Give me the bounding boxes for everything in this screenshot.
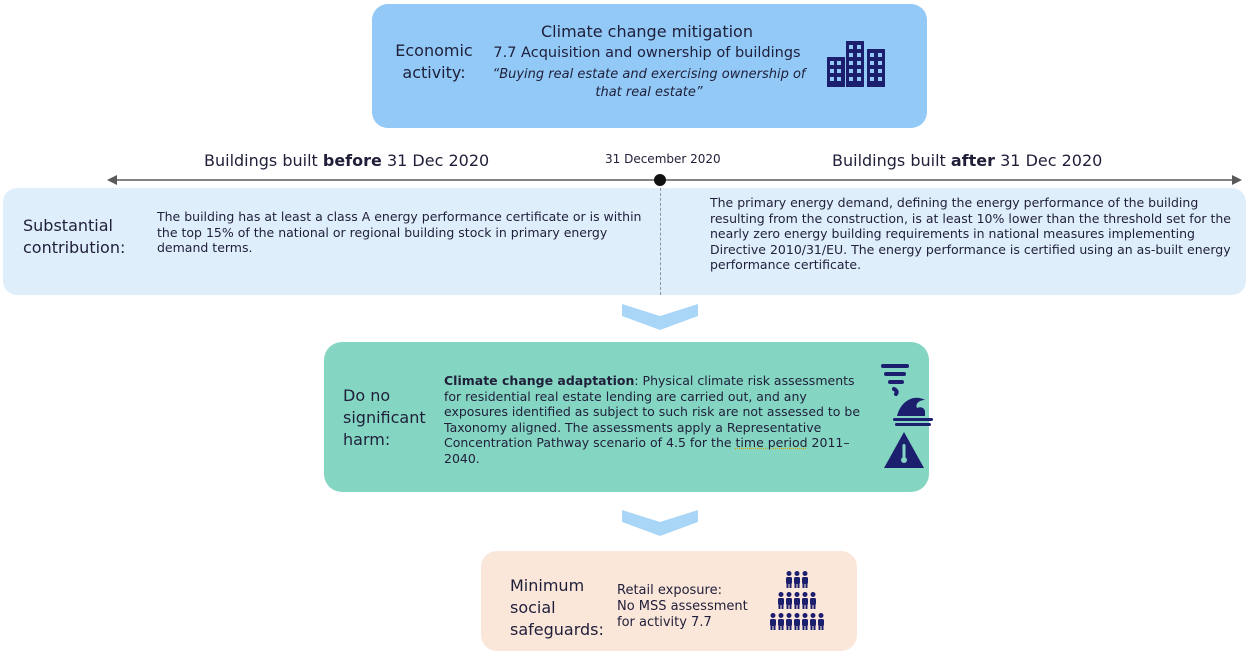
economic-activity-box: Economic activity: Climate change mitiga… (372, 4, 927, 128)
substantial-contribution-label: Substantial contribution: (23, 215, 125, 259)
label-line: activity: (402, 63, 466, 82)
mss-text-line: for activity 7.7 (617, 615, 712, 630)
mss-text-line: No MSS assessment (617, 599, 748, 614)
timeline-bold: after (950, 151, 996, 170)
after-2020-criteria: The primary energy demand, defining the … (710, 195, 1231, 272)
chevron-down-icon (622, 304, 698, 330)
activity-quote: “Buying real estate and exercising owner… (492, 67, 806, 100)
economic-activity-label: Economic activity: (394, 40, 474, 84)
dnsh-text-part: 2011–2040. (444, 435, 850, 466)
label-line: Substantial (23, 216, 113, 235)
mss-box: Minimum social safeguards: Retail exposu… (481, 551, 857, 651)
timeline-after-label: Buildings built after 31 Dec 2020 (832, 151, 1102, 170)
dnsh-box: Do no significant harm: Climate change a… (324, 342, 933, 492)
label-line: safeguards: (510, 620, 604, 639)
dnsh-criteria-text: Climate change adaptation: Physical clim… (444, 373, 864, 466)
mss-text: Retail exposure: No MSS assessment for a… (617, 583, 748, 631)
label-line: Minimum (510, 576, 585, 595)
label-line: Do no (343, 386, 391, 405)
dnsh-underlined: time period (735, 435, 808, 450)
people-group-icon (770, 571, 824, 630)
tornado-icon (881, 364, 909, 396)
activity-title: Climate change mitigation (541, 22, 753, 41)
dnsh-label: Do no significant harm: (343, 385, 426, 451)
thermometer-warning-icon (884, 432, 924, 468)
date-divider (660, 188, 661, 295)
activity-subtitle: 7.7 Acquisition and ownership of buildin… (493, 45, 801, 61)
label-line: significant (343, 408, 426, 427)
label-line: contribution: (23, 238, 126, 257)
timeline-text: Buildings built (832, 151, 951, 170)
timeline-bold: before (322, 151, 382, 170)
timeline-text: 31 Dec 2020 (995, 151, 1103, 170)
dnsh-text-part: : Physical climate risk assessments for … (444, 373, 861, 450)
label-line: harm: (343, 430, 391, 449)
label-line: Economic (395, 41, 473, 60)
timeline-text: Buildings built (204, 151, 323, 170)
buildings-icon (827, 41, 885, 87)
wave-icon (893, 397, 933, 426)
before-2020-criteria: The building has at least a class A ener… (157, 209, 642, 255)
timeline-arrow (107, 174, 1242, 186)
mss-label: Minimum social safeguards: (510, 575, 604, 641)
chevron-down-icon (622, 510, 698, 536)
timeline-text: 31 Dec 2020 (381, 151, 490, 170)
timeline-before-label: Buildings built before 31 Dec 2020 (204, 151, 489, 170)
label-line: social (510, 598, 556, 617)
timeline-date-label: 31 December 2020 (605, 152, 721, 166)
substantial-contribution-box: Substantial contribution: The building h… (3, 188, 1246, 295)
mss-text-line: Retail exposure: (617, 583, 722, 598)
dnsh-bold: Climate change adaptation (444, 373, 635, 388)
